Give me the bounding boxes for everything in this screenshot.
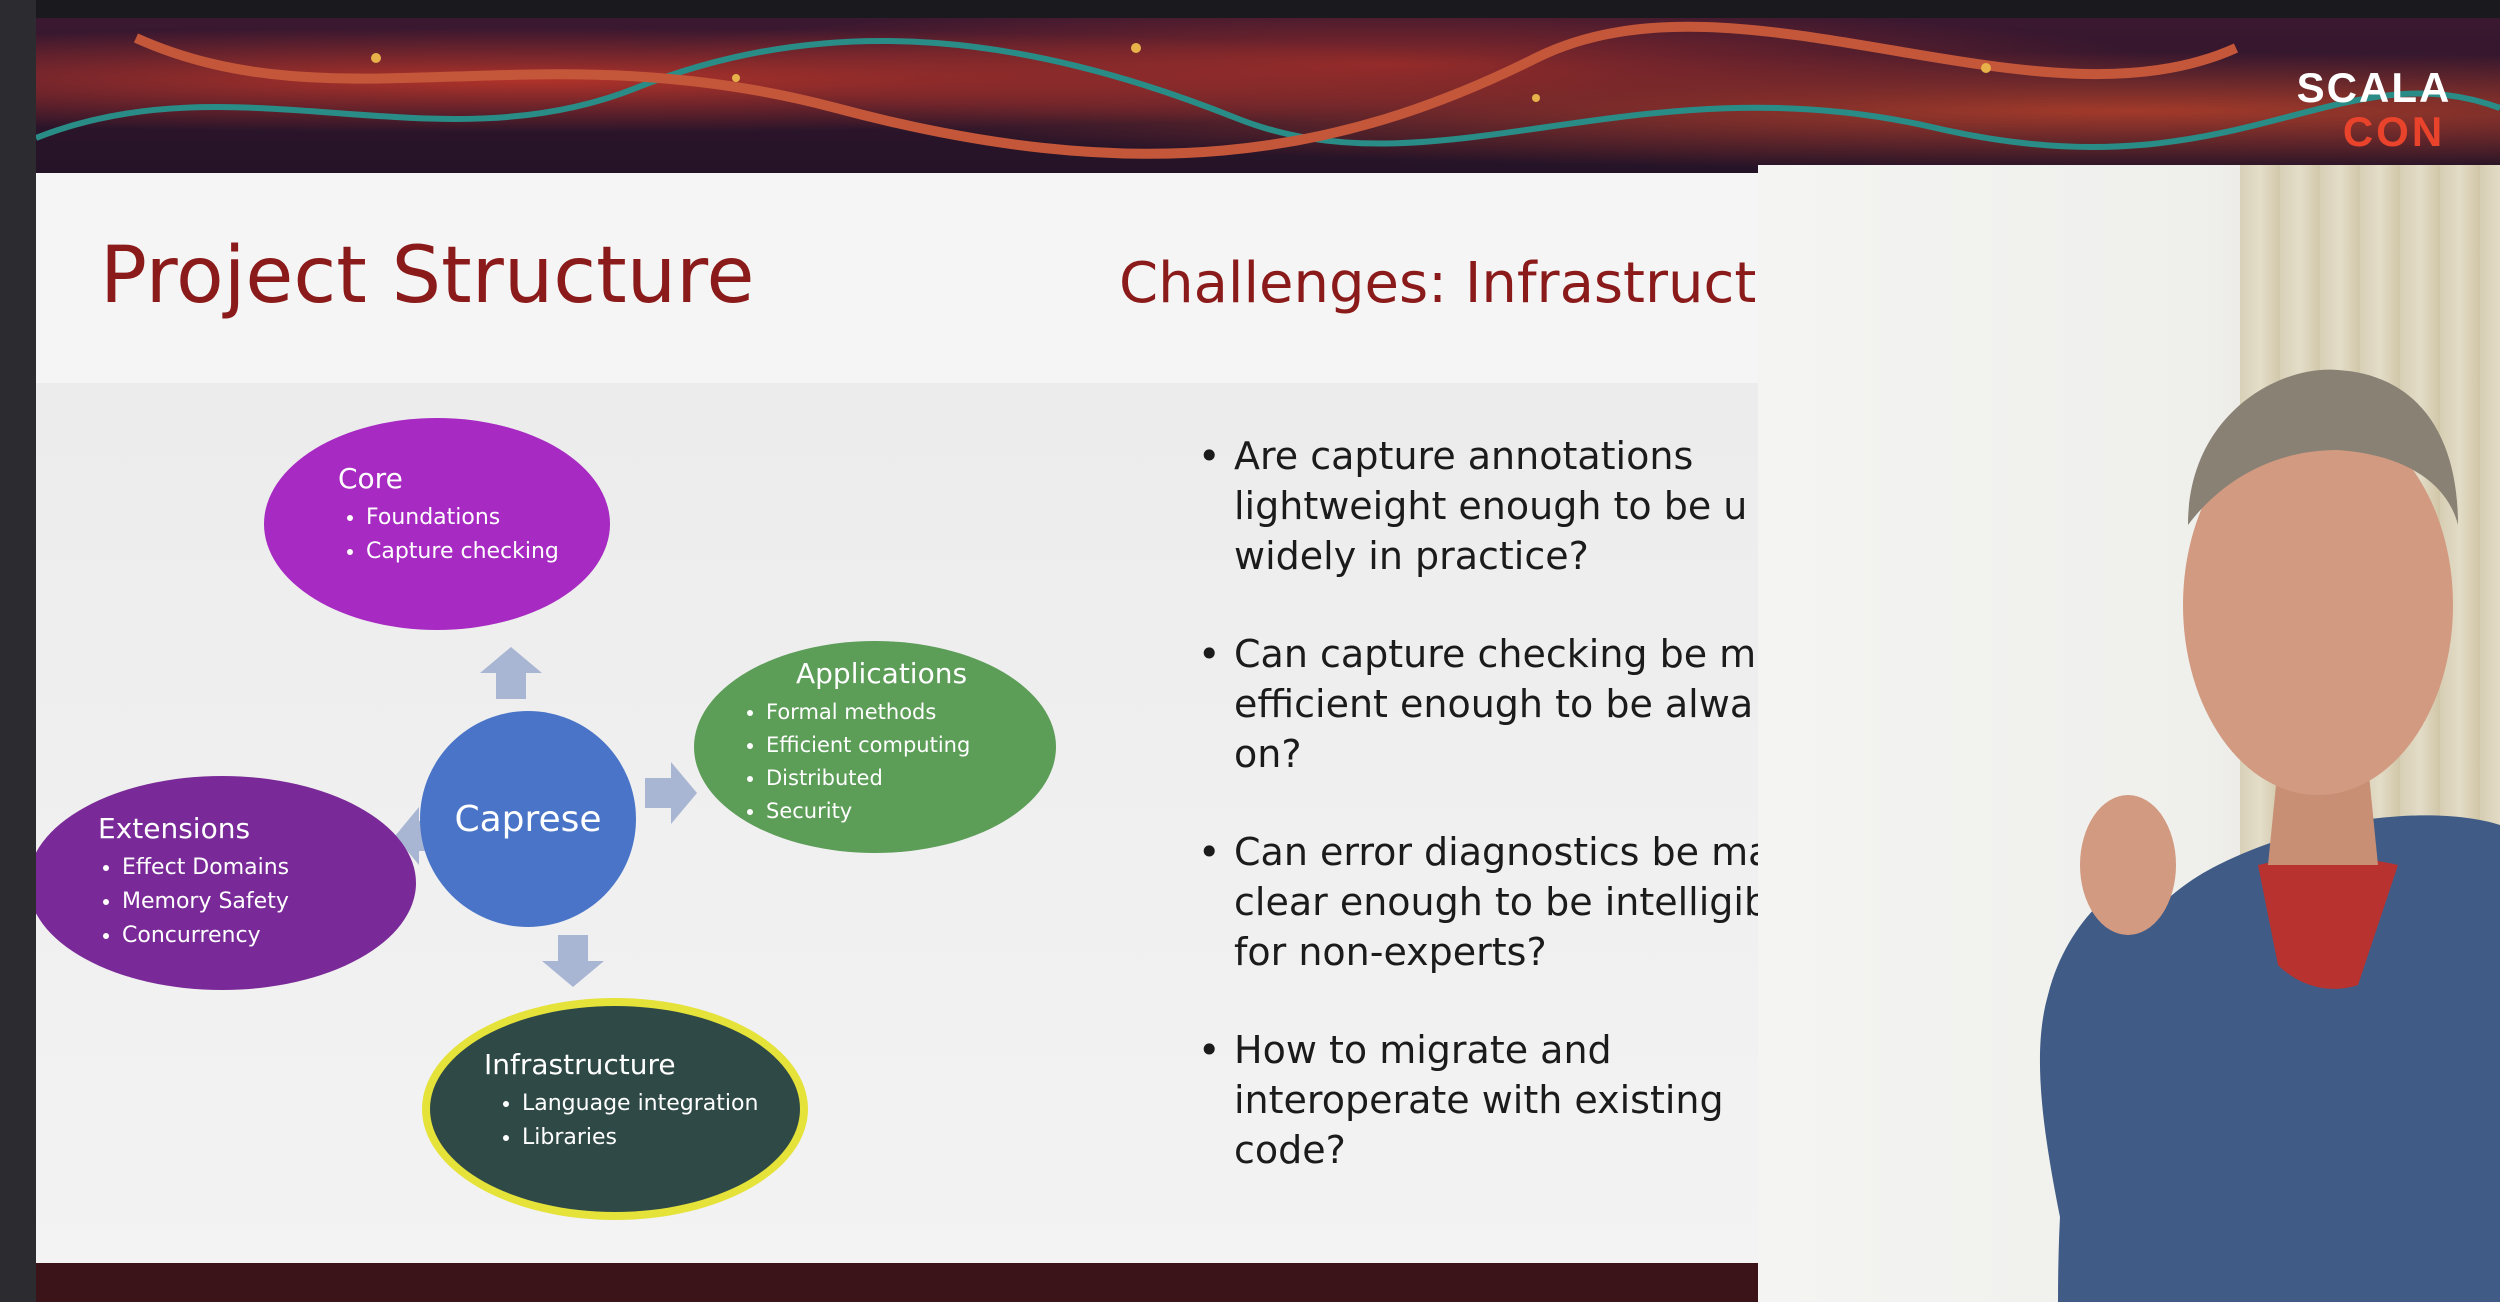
bullet-line: code? [1234, 1128, 1346, 1172]
applications-items: Formal methods Efficient computing Distr… [748, 696, 1056, 828]
core-title: Core [338, 462, 403, 495]
caprese-label: Caprese [454, 798, 602, 840]
applications-item: Distributed [766, 762, 1056, 795]
applications-item: Formal methods [766, 696, 1056, 729]
bullet-line: on? [1234, 732, 1302, 776]
extensions-node: Extensions Effect Domains Memory Safety … [36, 776, 416, 990]
challenges-bullet-list: Are capture annotations lightweight enou… [1198, 431, 1758, 1223]
applications-item: Security [766, 795, 1056, 828]
bullet-line: clear enough to be intelligib [1234, 880, 1758, 924]
extensions-items: Effect Domains Memory Safety Concurrency [98, 851, 416, 953]
infrastructure-item: Language integration [522, 1087, 800, 1121]
bullet-item: Can capture checking be m efficient enou… [1198, 629, 1758, 779]
bullet-line: How to migrate and [1234, 1028, 1612, 1072]
caprese-center-node: Caprese [420, 711, 636, 927]
applications-item: Efficient computing [766, 729, 1056, 762]
extensions-item: Memory Safety [122, 885, 416, 919]
decorative-banner: SCALA CON [36, 18, 2500, 173]
bullet-line: Can error diagnostics be ma [1234, 830, 1758, 874]
bullet-item: How to migrate and interoperate with exi… [1198, 1025, 1758, 1175]
bullet-line: widely in practice? [1234, 534, 1589, 578]
bullet-line: for non-experts? [1234, 930, 1547, 974]
speaker-figure [2039, 369, 2500, 1302]
slide-header-band [36, 173, 1758, 383]
logo-line1: SCALA [2296, 64, 2452, 111]
bullet-line: interoperate with existing [1234, 1078, 1724, 1122]
speaker-video [1758, 165, 2500, 1302]
slide-bottom-strip [36, 1263, 1758, 1302]
left-edge [0, 0, 36, 1302]
infrastructure-item: Libraries [522, 1121, 800, 1155]
core-node: Core Foundations Capture checking [264, 418, 610, 630]
overlay-slide-title: Challenges: Infrastructur [1119, 251, 1758, 316]
logo-line2: CON [2342, 108, 2446, 155]
presentation-slide: Project Structure Challenges: Infrastruc… [36, 173, 1758, 1263]
bullet-line: Are capture annotations [1234, 434, 1694, 478]
banner-vines [36, 21, 2500, 159]
extensions-title: Extensions [98, 812, 251, 845]
applications-title: Applications [796, 657, 968, 690]
bullet-line: efficient enough to be alwa [1234, 682, 1754, 726]
infrastructure-node: Infrastructure Language integration Libr… [422, 998, 808, 1220]
bullet-line: lightweight enough to be u [1234, 484, 1748, 528]
core-item: Capture checking [366, 535, 610, 569]
extensions-item: Effect Domains [122, 851, 416, 885]
scalacon-logo: SCALA CON [2284, 66, 2464, 158]
extensions-item: Concurrency [122, 919, 416, 953]
core-items: Foundations Capture checking [338, 501, 610, 569]
arrow-down-icon [542, 935, 604, 987]
slide-title: Project Structure [100, 231, 755, 321]
core-item: Foundations [366, 501, 610, 535]
infrastructure-title: Infrastructure [484, 1048, 676, 1081]
arrow-up-icon [480, 647, 542, 699]
applications-node: Applications Formal methods Efficient co… [694, 641, 1056, 853]
bullet-line: Can capture checking be m [1234, 632, 1757, 676]
bullet-item: Are capture annotations lightweight enou… [1198, 431, 1758, 581]
bullet-item: Can error diagnostics be ma clear enough… [1198, 827, 1758, 977]
infrastructure-items: Language integration Libraries [484, 1087, 800, 1155]
arrow-right-icon [645, 762, 697, 824]
